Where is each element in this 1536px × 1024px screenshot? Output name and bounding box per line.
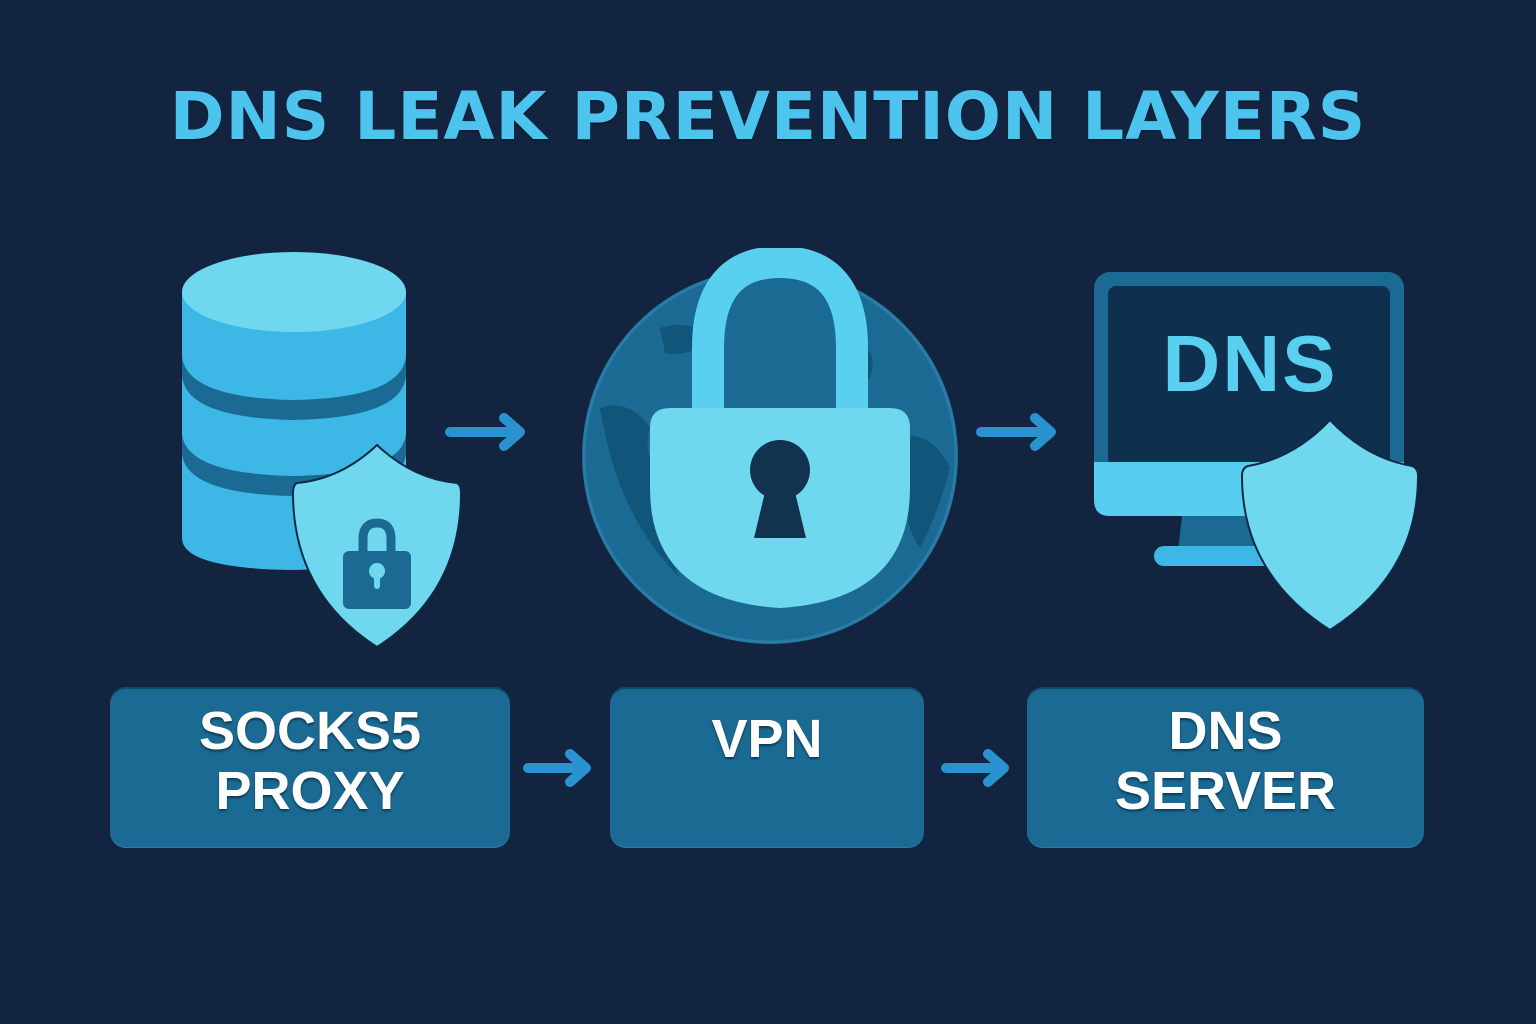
layer-label-line1: DNS bbox=[1168, 701, 1283, 761]
layer-label-line2: SERVER bbox=[1114, 761, 1337, 821]
shield-lock-icon bbox=[291, 443, 463, 649]
layer-label-line2: PROXY bbox=[215, 761, 405, 821]
globe-padlock-icon bbox=[570, 248, 970, 648]
monitor-screen-dns: DNS bbox=[1150, 318, 1350, 410]
shield-icon bbox=[1240, 418, 1420, 632]
arrow-right-icon bbox=[975, 412, 1059, 457]
layer-dns-server: DNS SERVER bbox=[1027, 687, 1424, 848]
monitor-screen-text: DNS bbox=[1162, 319, 1338, 408]
arrow-right-icon bbox=[444, 412, 528, 457]
database-icon bbox=[178, 248, 468, 648]
layer-label-line1: VPN bbox=[711, 709, 823, 769]
arrow-right-icon bbox=[522, 748, 594, 793]
arrow-right-icon bbox=[940, 748, 1012, 793]
page-title: DNS LEAK PREVENTION LAYERS bbox=[169, 78, 1367, 155]
layer-socks5-proxy: SOCKS5 PROXY bbox=[110, 687, 510, 848]
layer-label-line1: SOCKS5 bbox=[198, 701, 422, 761]
layer-vpn: VPN bbox=[610, 687, 924, 848]
